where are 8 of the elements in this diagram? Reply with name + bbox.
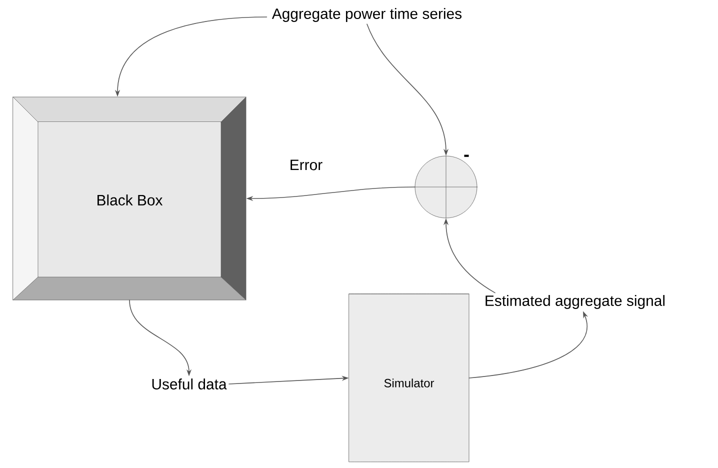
text-label: Estimated aggregate signal <box>486 295 664 309</box>
edge-label: Error <box>290 160 322 170</box>
text-label: Useful data <box>152 378 227 390</box>
sign-label: - <box>464 154 469 157</box>
cylinder: Simulator <box>348 294 470 462</box>
text-label: Aggregate power time series <box>272 8 462 22</box>
summing-junction <box>414 156 478 218</box>
bevel-box: Black Box <box>12 96 246 300</box>
